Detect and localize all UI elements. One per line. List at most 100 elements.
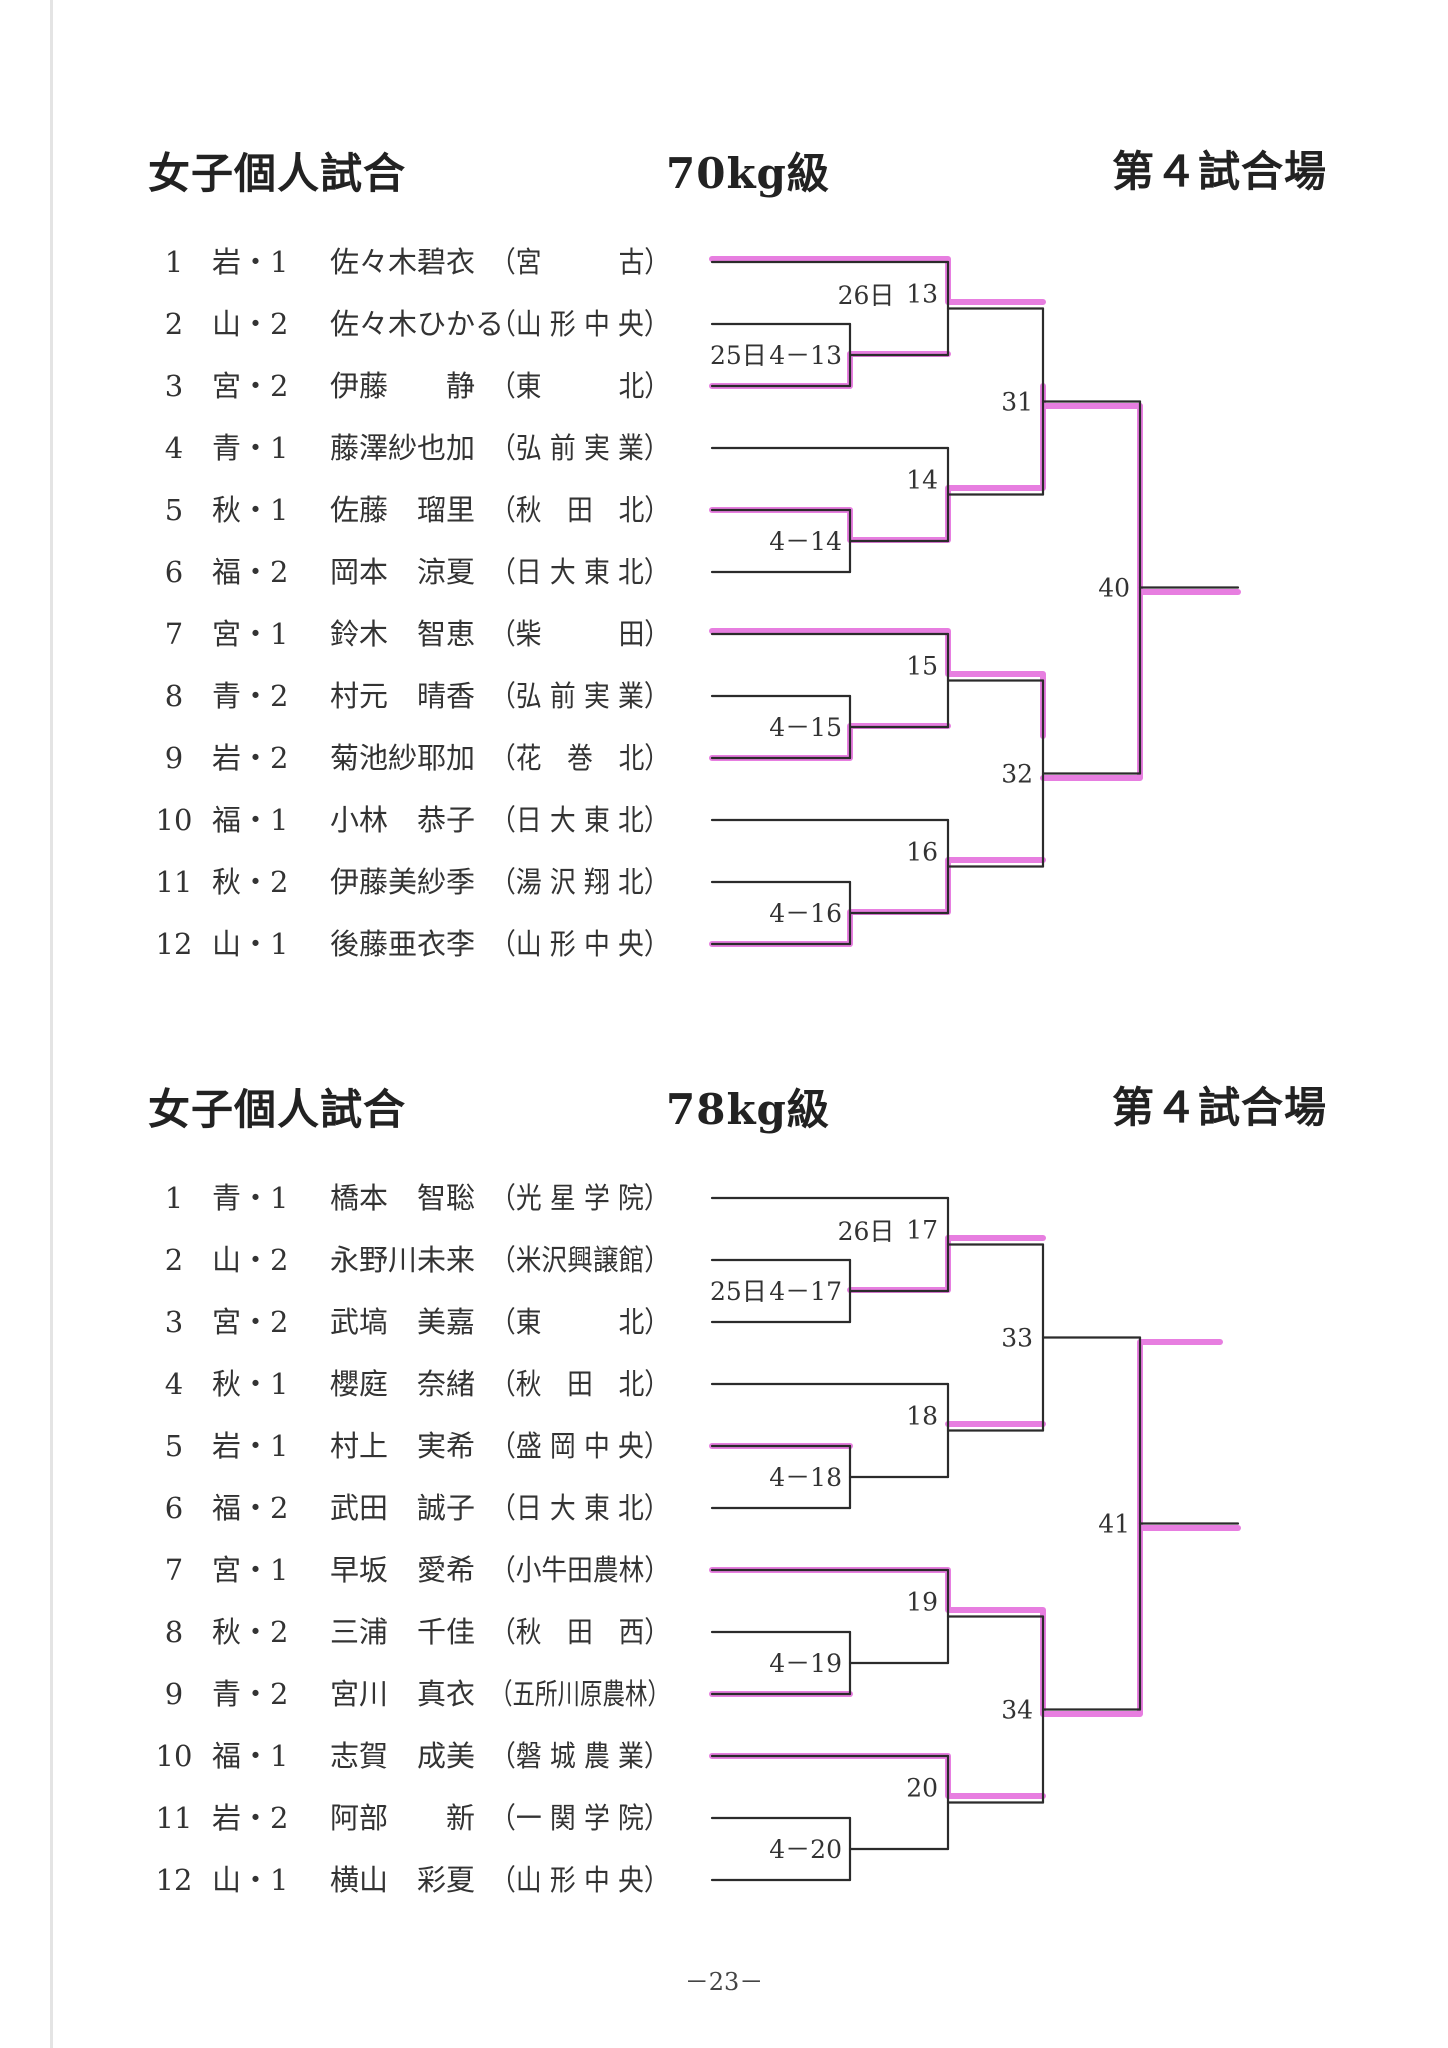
entry-school: （秋 田 北） [490, 493, 671, 527]
entry-prefecture-grade: 宮・2 [212, 1305, 289, 1339]
entry-name: 伊藤 静 [330, 369, 476, 403]
entry-name: 小林 恭子 [330, 803, 476, 837]
entry-prefecture-grade: 岩・2 [212, 741, 289, 775]
entry-number: 11 [155, 865, 193, 899]
match-number: 32 [1001, 760, 1033, 789]
entry-prefecture-grade: 山・2 [212, 1243, 289, 1277]
entry-school: （弘 前 実 業） [490, 679, 670, 713]
match-day-label: 26日 [838, 281, 895, 310]
entry-prefecture-grade: 岩・1 [212, 1429, 289, 1463]
entry-school: （米沢興譲館） [490, 1243, 671, 1277]
entry-name: 佐藤 瑠里 [330, 493, 476, 527]
entry-number: 1 [164, 245, 184, 279]
entry-number: 2 [164, 307, 184, 341]
weight-class: 78kg級 [666, 1085, 830, 1134]
match-day-label: 26日 [838, 1217, 895, 1246]
entry-name: 武塙 美嘉 [330, 1305, 476, 1339]
entry-prefecture-grade: 福・2 [212, 555, 289, 589]
entry-prefecture-grade: 宮・2 [212, 369, 289, 403]
entry-number: 12 [155, 1863, 193, 1897]
entry-school: （日 大 東 北） [490, 803, 670, 837]
entry-school: （盛 岡 中 央） [490, 1429, 670, 1463]
entry-school: （宮 古） [490, 245, 671, 279]
match-number: 19 [906, 1588, 938, 1617]
entry-school: （山 形 中 央） [490, 307, 670, 341]
entry-school: （山 形 中 央） [490, 927, 670, 961]
entry-number: 9 [164, 1677, 184, 1711]
entry-name: 三浦 千佳 [330, 1615, 476, 1649]
winner-highlight [709, 628, 1046, 739]
entry-name: 志賀 成美 [330, 1739, 476, 1773]
match-number: 14 [906, 466, 938, 495]
entry-name: 早坂 愛希 [330, 1553, 476, 1587]
entry-school: （湯 沢 翔 北） [490, 865, 670, 899]
entry-name: 村上 実希 [330, 1429, 476, 1463]
event-title: 女子個人試合 [148, 1085, 407, 1134]
entry-number: 7 [164, 617, 184, 651]
entry-name: 横山 彩夏 [330, 1863, 476, 1897]
event-title: 女子個人試合 [148, 149, 407, 198]
entry-school: （日 大 東 北） [490, 1491, 670, 1525]
entry-prefecture-grade: 秋・2 [212, 1615, 289, 1649]
entry-school: （花 巻 北） [490, 741, 671, 775]
entry-number: 1 [164, 1181, 184, 1215]
winner-highlight [709, 857, 1046, 947]
match-day-label: 25日 [710, 341, 767, 370]
entry-name: 伊藤美紗季 [330, 865, 476, 899]
entry-prefecture-grade: 秋・1 [212, 493, 289, 527]
match-number: 4－15 [769, 713, 842, 742]
entry-prefecture-grade: 青・2 [212, 679, 289, 713]
entry-name: 阿部 新 [330, 1801, 476, 1835]
match-number: 16 [906, 838, 938, 867]
match-number: 4－14 [769, 527, 842, 556]
entry-name: 橋本 智聡 [330, 1181, 476, 1215]
match-number: 15 [906, 652, 938, 681]
entry-name: 菊池紗耶加 [330, 741, 476, 775]
entry-name: 永野川未来 [330, 1243, 476, 1277]
entry-number: 12 [155, 927, 193, 961]
entry-prefecture-grade: 秋・1 [212, 1367, 289, 1401]
entry-prefecture-grade: 福・1 [212, 1739, 289, 1773]
entry-name: 櫻庭 奈緒 [330, 1367, 476, 1401]
entry-number: 4 [164, 431, 184, 465]
match-number: 34 [1001, 1696, 1033, 1725]
match-number: 4－20 [769, 1835, 842, 1864]
entry-number: 2 [164, 1243, 184, 1277]
match-number: 13 [906, 280, 938, 309]
entry-number: 6 [164, 1491, 184, 1525]
entry-school: （一 関 学 院） [490, 1801, 670, 1835]
entry-school: （山 形 中 央） [490, 1863, 670, 1897]
entry-number: 3 [164, 369, 184, 403]
entry-prefecture-grade: 福・2 [212, 1491, 289, 1525]
match-number: 18 [906, 1402, 938, 1431]
match-number: 4－18 [769, 1463, 842, 1492]
entry-school: （柴 田） [490, 617, 671, 651]
entry-name: 佐々木碧衣 [330, 245, 476, 279]
entry-prefecture-grade: 青・1 [212, 1181, 289, 1215]
entry-name: 武田 誠子 [330, 1491, 476, 1525]
match-number: 4－13 [769, 341, 842, 370]
entry-row: 2 山・2 永野川未来 （米沢興譲館） [0, 1240, 700, 1280]
court-name: 第４試合場 [1112, 147, 1328, 196]
entry-number: 6 [164, 555, 184, 589]
match-number: 4－16 [769, 899, 842, 928]
